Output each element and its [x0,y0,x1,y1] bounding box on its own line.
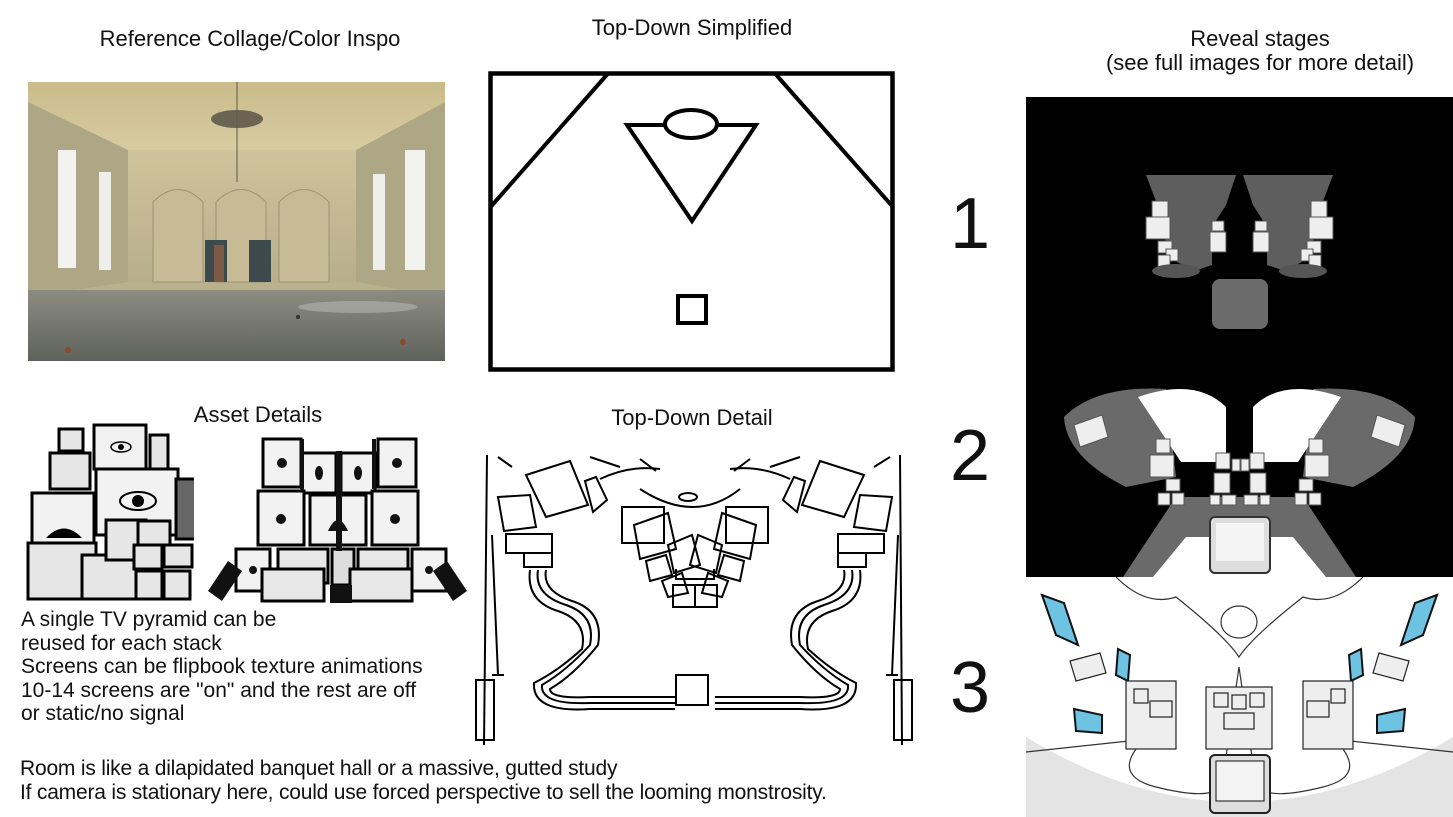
reveal-stage-2-image[interactable] [1026,337,1453,577]
tv-pyramid-sketch-b [200,433,475,603]
room-outline [488,71,895,372]
footer-note-line: Room is like a dilapidated banquet hall … [20,757,618,780]
topdown-simplified-title: Top-Down Simplified [591,15,793,40]
asset-note-line: 10-14 screens are "on" and the rest are … [21,678,417,702]
asset-details-title: Asset Details [193,402,323,427]
reference-title: Reference Collage/Color Inspo [99,26,401,51]
reveal-title-line1: Reveal stages [1190,26,1330,51]
topdown-detail-title: Top-Down Detail [611,405,773,430]
reveal-stage-1-image[interactable] [1026,97,1453,337]
right-wall-diagonal [773,72,895,209]
reference-photo [28,82,445,361]
reveal-title-line2: (see full images for more detail) [1105,50,1415,75]
asset-note-line: or static/no signal [21,702,185,725]
asset-note-line: reused for each stack [21,631,222,655]
center-tv-square [676,294,708,325]
tv-pyramid-sketch-a [26,423,198,601]
asset-note-line: A single TV pyramid can be [21,608,277,631]
monster-head-ellipse [663,108,719,140]
reveal-stage-3-image[interactable] [1026,577,1453,817]
reveal-title: Reveal stages (see full images for more … [1060,27,1453,75]
topdown-simplified-diagram [488,71,896,373]
footer-note-line: If camera is stationary here, could use … [20,780,827,804]
footer-notes: Room is like a dilapidated banquet hall … [20,757,827,804]
left-wall-diagonal [488,72,610,209]
asset-notes: A single TV pyramid can be reused for ea… [21,608,423,726]
topdown-detail-diagram [470,445,920,750]
asset-note-line: Screens can be flipbook texture animatio… [21,655,423,678]
abandoned-hall-image [28,82,445,361]
stage-number-3: 3 [949,648,991,728]
stage-number-2: 2 [949,416,991,496]
stage-number-1: 1 [949,184,991,264]
